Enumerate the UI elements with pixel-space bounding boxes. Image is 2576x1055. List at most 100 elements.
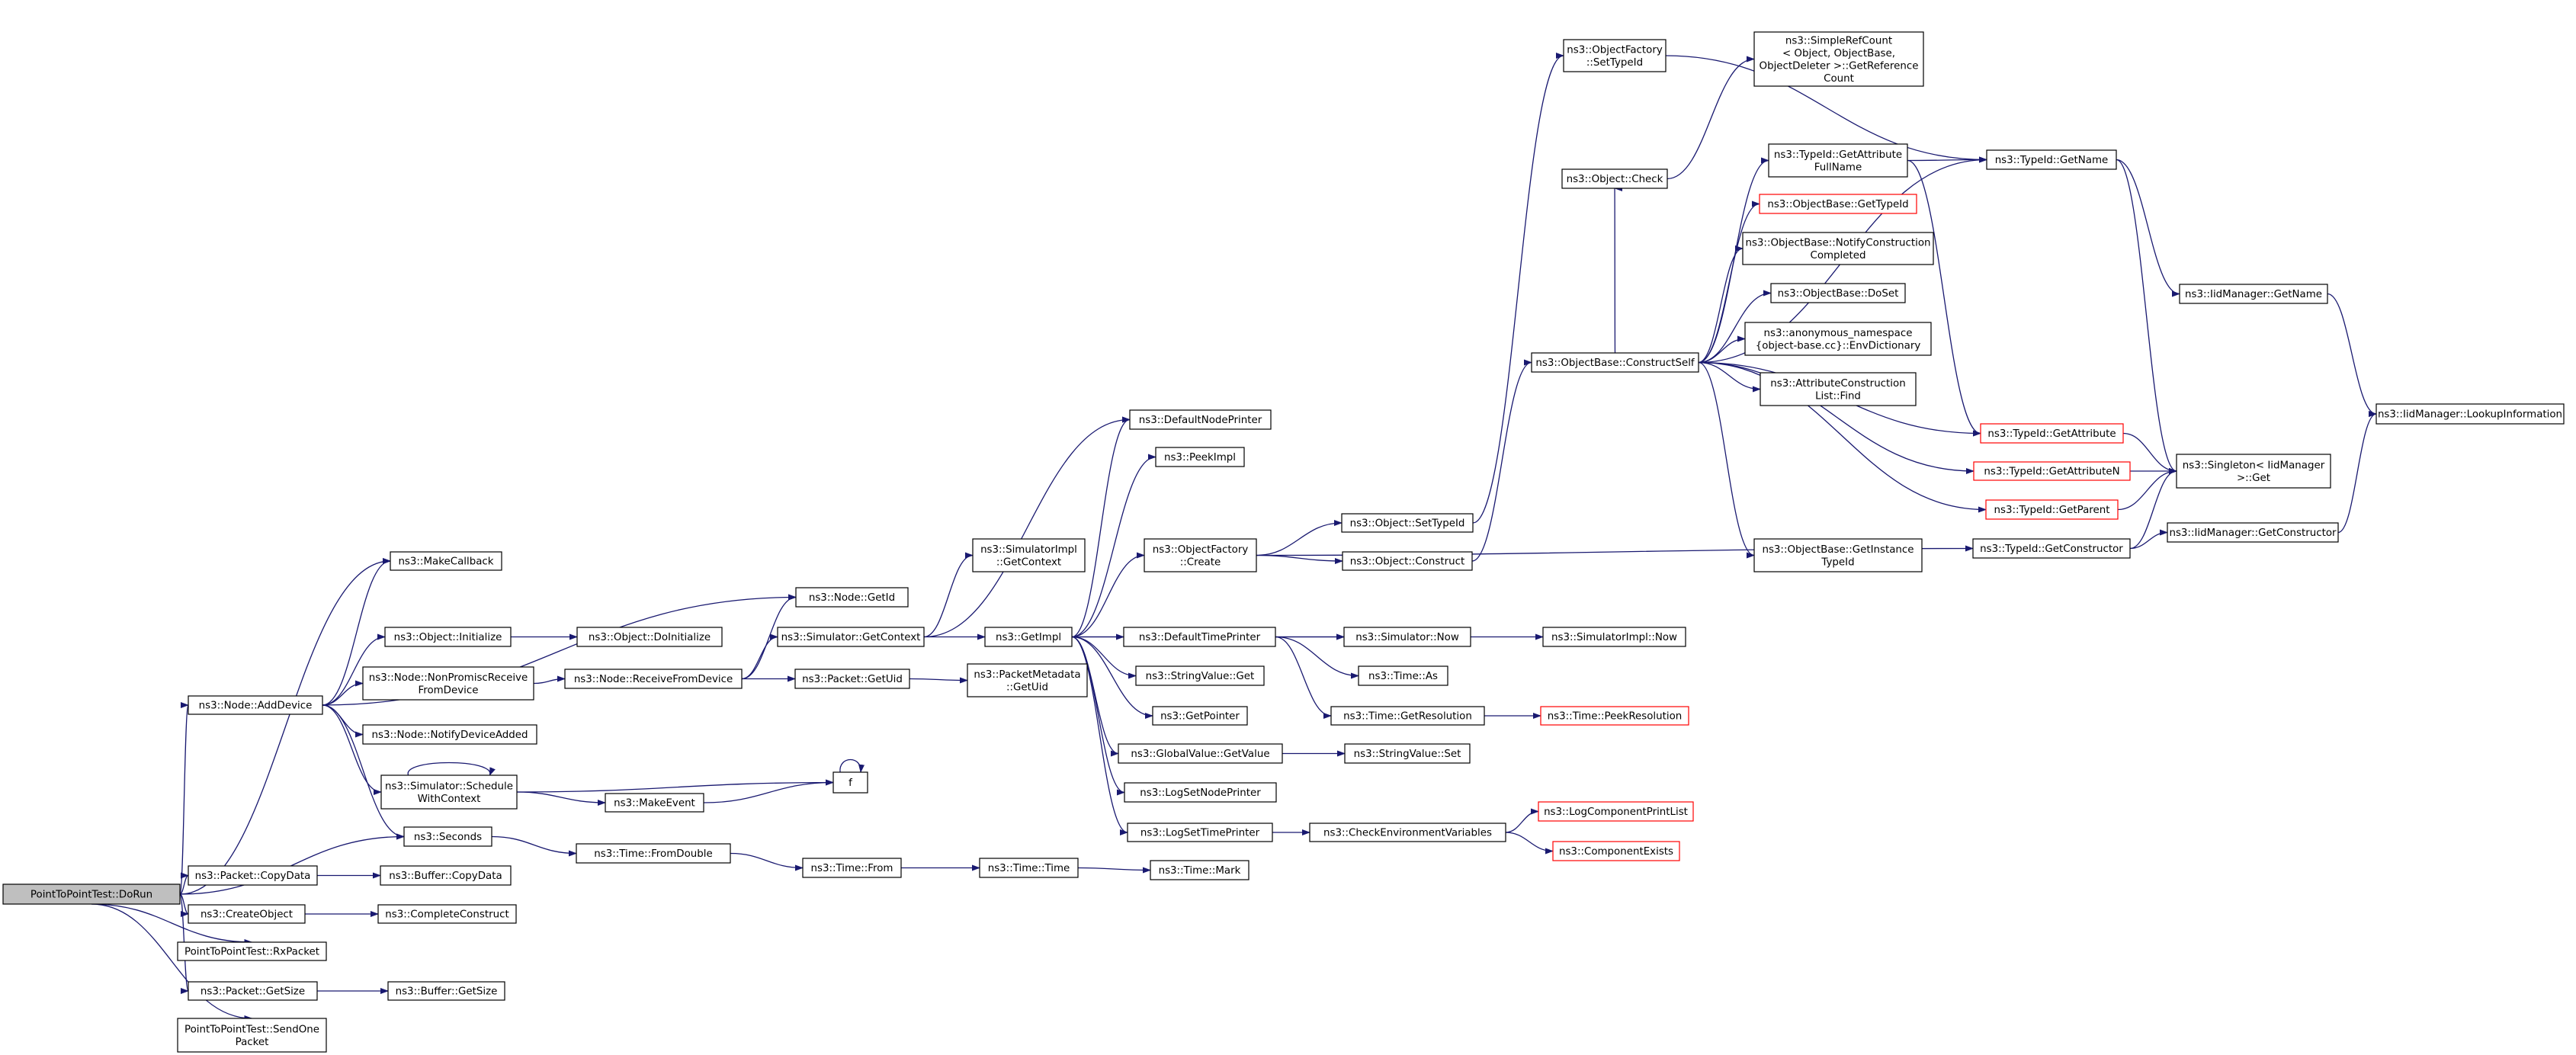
node-label: ns3::Time::GetResolution — [1343, 711, 1472, 723]
node-label: ns3::Time::PeekResolution — [1548, 711, 1683, 723]
node-box — [1538, 801, 1694, 822]
graph-node-oc[interactable]: ns3::Object::Construct — [1342, 551, 1473, 571]
graph-node-co[interactable]: ns3::CreateObject — [188, 904, 306, 924]
graph-node-pcd[interactable]: ns3::Packet::CopyData — [188, 865, 318, 886]
node-label: WithContext — [418, 794, 481, 805]
graph-node-lsnp[interactable]: ns3::LogSetNodePrinter — [1124, 782, 1277, 803]
node-label: ns3::SimpleRefCount — [1785, 35, 1892, 46]
graph-node-dnp[interactable]: ns3::DefaultNodePrinter — [1129, 409, 1272, 430]
graph-node-gvgv[interactable]: ns3::GlobalValue::GetValue — [1118, 743, 1283, 764]
graph-node-pmgu[interactable]: ns3::PacketMetadata::GetUid — [967, 663, 1088, 697]
node-label: ns3::TypeId::GetConstructor — [1980, 544, 2123, 555]
call-edge — [1698, 361, 1987, 513]
graph-node-pgs[interactable]: ns3::Packet::GetSize — [188, 981, 318, 1001]
node-label: ns3::ObjectBase::NotifyConstruction — [1745, 237, 1930, 249]
graph-node-sec[interactable]: ns3::Seconds — [403, 826, 492, 847]
graph-node-nnda[interactable]: ns3::Node::NotifyDeviceAdded — [362, 724, 537, 745]
graph-node-tgan[interactable]: ns3::TypeId::GetAttributeN — [1973, 461, 2131, 481]
graph-node-tgc[interactable]: ns3::TypeId::GetConstructor — [1972, 538, 2131, 559]
graph-node-sinow[interactable]: ns3::SimulatorImpl::Now — [1542, 627, 1686, 647]
graph-node-tgn[interactable]: ns3::TypeId::GetName — [1986, 149, 2117, 170]
call-edge — [533, 675, 566, 685]
node-label: ns3::Time::From — [811, 863, 893, 874]
graph-node-dtp[interactable]: ns3::DefaultTimePrinter — [1123, 627, 1276, 647]
graph-node-sig[interactable]: ns3::Singleton< IidManager>::Get — [2176, 454, 2331, 489]
graph-node-obds[interactable]: ns3::ObjectBase::DoSet — [1770, 283, 1906, 303]
graph-node-ost[interactable]: ns3::Object::SetTypeId — [1341, 513, 1474, 533]
graph-node-tpr[interactable]: ns3::Time::PeekResolution — [1540, 706, 1689, 726]
node-box — [1127, 823, 1273, 842]
call-edge — [1698, 361, 1755, 559]
graph-node-tga[interactable]: ns3::TypeId::GetAttribute — [1980, 423, 2124, 444]
graph-node-oi[interactable]: ns3::Object::Initialize — [384, 627, 512, 647]
graph-node-pi[interactable]: ns3::PeekImpl — [1155, 447, 1245, 467]
graph-node-tm[interactable]: ns3::Time::Mark — [1150, 860, 1250, 880]
call-edge — [741, 633, 778, 680]
node-label: ns3::AttributeConstruction — [1770, 378, 1905, 390]
graph-node-svs[interactable]: ns3::StringValue::Set — [1344, 743, 1471, 764]
graph-node-ofst[interactable]: ns3::ObjectFactory::SetTypeId — [1563, 39, 1667, 72]
node-label: ns3::PeekImpl — [1164, 452, 1236, 463]
graph-node-tgr[interactable]: ns3::Time::GetResolution — [1330, 706, 1485, 726]
node-box — [984, 627, 1073, 647]
node-label: ns3::Object::Initialize — [394, 632, 502, 643]
graph-node-lcpl[interactable]: ns3::LogComponentPrintList — [1538, 801, 1694, 822]
graph-node-me[interactable]: ns3::MakeEvent — [605, 793, 704, 813]
graph-node-gi[interactable]: ns3::GetImpl — [984, 627, 1073, 647]
graph-node-obgt[interactable]: ns3::ObjectBase::GetTypeId — [1759, 194, 1917, 214]
graph-node-snow[interactable]: ns3::Simulator::Now — [1343, 627, 1471, 647]
graph-node-iign[interactable]: ns3::IidManager::GetName — [2179, 284, 2328, 304]
graph-node-anon[interactable]: ns3::anonymous_namespace{object-base.cc}… — [1744, 322, 1932, 356]
graph-node-obcs[interactable]: ns3::ObjectBase::ConstructSelf — [1531, 352, 1699, 373]
graph-node-tt[interactable]: ns3::Time::Time — [979, 858, 1079, 878]
graph-node-gp[interactable]: ns3::GetPointer — [1152, 706, 1248, 726]
node-box — [1342, 551, 1473, 571]
graph-node-pgu[interactable]: ns3::Packet::GetUid — [794, 669, 910, 689]
graph-node-iigc[interactable]: ns3::IidManager::GetConstructor — [2167, 522, 2339, 543]
graph-node-lstp[interactable]: ns3::LogSetTimePrinter — [1127, 823, 1273, 842]
graph-node-tf[interactable]: ns3::Time::From — [802, 858, 902, 878]
graph-node-och[interactable]: ns3::Object::Check — [1561, 168, 1668, 189]
graph-node-tfd[interactable]: ns3::Time::FromDouble — [576, 843, 731, 864]
call-edge — [179, 872, 189, 895]
call-edge — [1665, 55, 1987, 163]
node-label: ns3::GetPointer — [1160, 711, 1240, 723]
node-box — [1986, 149, 2117, 170]
node-label: ns3::Node::GetId — [809, 592, 895, 604]
node-box — [377, 904, 517, 924]
graph-node-ad[interactable]: ns3::Node::AddDevice — [188, 695, 323, 715]
call-edge — [322, 704, 382, 795]
graph-node-sigc[interactable]: ns3::SimulatorImpl::GetContext — [972, 538, 1086, 572]
node-box — [1343, 627, 1471, 647]
node-label: ns3::StringValue::Set — [1354, 749, 1461, 760]
graph-node-f[interactable]: f — [832, 771, 868, 794]
graph-node-cev[interactable]: ns3::CheckEnvironmentVariables — [1309, 823, 1506, 842]
graph-node-bgs[interactable]: ns3::Buffer::GetSize — [387, 981, 505, 1001]
graph-node-root[interactable]: PointToPointTest::DoRun — [2, 883, 181, 905]
graph-node-iili[interactable]: ns3::IidManager::LookupInformation — [2376, 403, 2565, 425]
graph-node-obnc[interactable]: ns3::ObjectBase::NotifyConstructionCompl… — [1742, 232, 1934, 265]
graph-node-bcd[interactable]: ns3::Buffer::CopyData — [380, 865, 512, 886]
graph-node-rx[interactable]: PointToPointTest::RxPacket — [177, 941, 327, 961]
graph-node-ngid[interactable]: ns3::Node::GetId — [795, 587, 909, 608]
node-box — [188, 981, 318, 1001]
graph-node-svg[interactable]: ns3::StringValue::Get — [1135, 665, 1265, 686]
graph-node-nrfd[interactable]: ns3::Node::ReceiveFromDevice — [564, 669, 743, 689]
call-edge — [1472, 53, 1564, 524]
graph-node-tas[interactable]: ns3::Time::As — [1358, 665, 1448, 686]
node-box — [1124, 782, 1277, 803]
graph-node-sgc[interactable]: ns3::Simulator::GetContext — [777, 627, 925, 647]
graph-node-odi[interactable]: ns3::Object::DoInitialize — [576, 627, 723, 647]
graph-node-tgp[interactable]: ns3::TypeId::GetParent — [1985, 499, 2119, 520]
graph-node-ofc[interactable]: ns3::ObjectFactory::Create — [1144, 538, 1257, 572]
graph-node-cex[interactable]: ns3::ComponentExists — [1552, 841, 1680, 861]
graph-node-mc[interactable]: ns3::MakeCallback — [390, 551, 502, 571]
graph-node-cc[interactable]: ns3::CompleteConstruct — [377, 904, 517, 924]
graph-node-src[interactable]: ns3::SimpleRefCount< Object, ObjectBase,… — [1753, 31, 1924, 87]
